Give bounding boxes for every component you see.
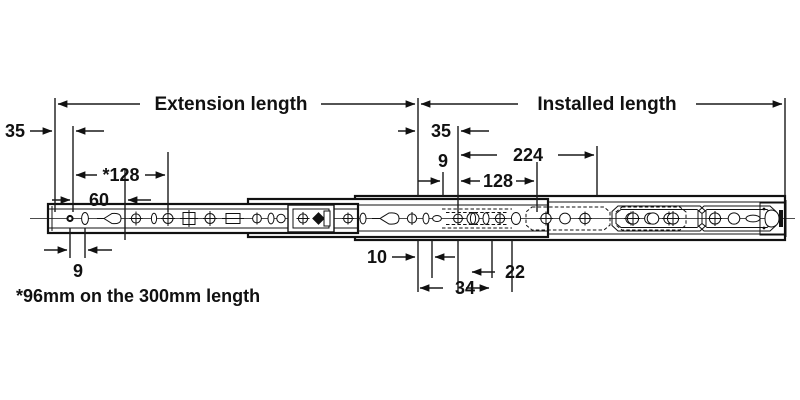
- outer-rail-tabs: [430, 239, 619, 240]
- detent-lever-block: [287, 204, 335, 233]
- dim-right-10-label: 10: [367, 247, 387, 267]
- dim-left-9-label: 9: [73, 261, 83, 281]
- intermediate-member-holes: [342, 212, 442, 225]
- dim-right-22-label: 22: [505, 262, 525, 282]
- footnote-label: *96mm on the 300mm length: [16, 286, 260, 306]
- dim-right-35-label: 35: [431, 121, 451, 141]
- dim-right-224-label: 224: [513, 145, 543, 165]
- dim-right-34-label: 34: [455, 278, 475, 298]
- dim-left-35-label: 35: [5, 121, 25, 141]
- slide-detail-features: [51, 200, 787, 240]
- dim-right-9-label: 9: [438, 151, 448, 171]
- dim-left-128-label: *128: [102, 165, 139, 185]
- left-dimension-group: 35 *128 60 9: [5, 121, 169, 281]
- drawer-slide-assembly: [30, 194, 795, 242]
- outer-member-fixing-plates: [525, 205, 777, 232]
- right-dimension-group: 35 9 224 128: [367, 121, 598, 298]
- end-stop-assembly: [759, 200, 787, 237]
- overall-dimension-lines: [54, 98, 786, 212]
- dim-right-128-label: 128: [483, 171, 513, 191]
- inner-member-holes: [66, 210, 286, 227]
- ball-bearing-cage: [442, 208, 522, 229]
- dim-left-60-label: 60: [89, 190, 109, 210]
- extension-length-label: Extension length: [154, 94, 307, 115]
- installed-length-label: Installed length: [537, 94, 676, 115]
